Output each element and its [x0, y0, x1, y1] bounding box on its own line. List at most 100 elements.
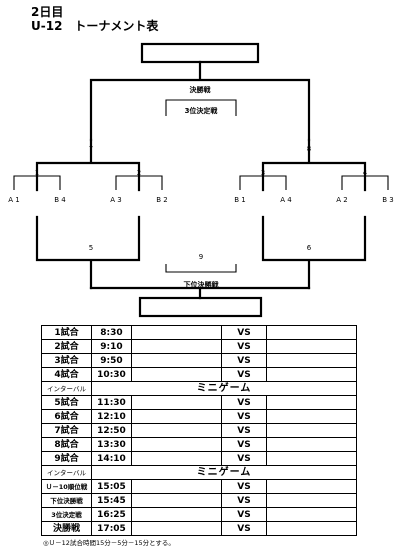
team-right-cell — [266, 507, 357, 522]
slot-b1: B 1 — [234, 196, 245, 204]
vs-label: VS — [221, 507, 267, 522]
team-left-cell — [131, 339, 222, 354]
mini-game-label: ミニゲーム — [91, 465, 357, 480]
match-time: 12:50 — [91, 423, 132, 438]
team-right-cell — [266, 367, 357, 382]
team-left-cell — [131, 395, 222, 410]
team-left-cell — [131, 409, 222, 424]
match-time: 13:30 — [91, 437, 132, 452]
team-left-cell — [131, 479, 222, 494]
match-2-line — [115, 175, 163, 190]
match-number-8: 8 — [307, 145, 311, 153]
match-time: 9:50 — [91, 353, 132, 368]
match-number-6: 6 — [307, 244, 312, 252]
team-right-cell — [266, 339, 357, 354]
match-label: 6試合 — [41, 409, 92, 424]
match-number-4: 4 — [363, 169, 368, 177]
match-time: 15:45 — [91, 493, 132, 508]
vs-label: VS — [221, 423, 267, 438]
third-place-bracket-line — [165, 99, 237, 116]
team-right-cell — [266, 325, 357, 340]
interval-row: インターバルミニゲーム — [41, 381, 357, 396]
match-number-2: 2 — [137, 169, 141, 177]
match-time: 17:05 — [91, 521, 132, 536]
match-label: Ｕ－10順位戦 — [41, 479, 92, 494]
team-right-cell — [266, 353, 357, 368]
vs-label: VS — [221, 521, 267, 536]
match-number-1: 1 — [35, 169, 39, 177]
match-label: 5試合 — [41, 395, 92, 410]
team-right-cell — [266, 437, 357, 452]
lower-champion-box — [138, 296, 263, 318]
vs-label: VS — [221, 493, 267, 508]
match-1-line — [13, 175, 61, 190]
team-left-cell — [131, 507, 222, 522]
match-number-7: 7 — [89, 145, 93, 153]
match-5-line — [35, 215, 141, 290]
team-right-cell — [266, 395, 357, 410]
match-label: 2試合 — [41, 339, 92, 354]
match-time: 11:30 — [91, 395, 132, 410]
match-time: 9:10 — [91, 339, 132, 354]
match-4-line — [341, 175, 389, 190]
slot-a4: A 4 — [280, 196, 292, 204]
team-left-cell — [131, 493, 222, 508]
team-right-cell — [266, 451, 357, 466]
match-time: 10:30 — [91, 367, 132, 382]
team-right-cell — [266, 493, 357, 508]
match-label: 8試合 — [41, 437, 92, 452]
match-label: 3位決定戦 — [41, 507, 92, 522]
match-label: 決勝戦 — [41, 521, 92, 536]
slot-b4: B 4 — [54, 196, 66, 204]
slot-b3: B 3 — [382, 196, 393, 204]
match-label: 1試合 — [41, 325, 92, 340]
vs-label: VS — [221, 367, 267, 382]
third-place-label: 3位決定戦 — [185, 106, 219, 115]
vs-label: VS — [221, 409, 267, 424]
match-label: 3試合 — [41, 353, 92, 368]
match-label: 4試合 — [41, 367, 92, 382]
vs-label: VS — [221, 437, 267, 452]
vs-label: VS — [221, 325, 267, 340]
interval-label: インターバル — [41, 465, 92, 480]
slot-a1: A 1 — [8, 196, 19, 204]
vs-label: VS — [221, 479, 267, 494]
match-9-line — [165, 264, 237, 273]
mini-game-label: ミニゲーム — [91, 381, 357, 396]
team-left-cell — [131, 367, 222, 382]
match-number-5: 5 — [89, 244, 93, 252]
lower-final-line — [89, 286, 311, 300]
match-time: 12:10 — [91, 409, 132, 424]
team-left-cell — [131, 353, 222, 368]
team-right-cell — [266, 409, 357, 424]
team-right-cell — [266, 423, 357, 438]
match-label: 7試合 — [41, 423, 92, 438]
match-time: 15:05 — [91, 479, 132, 494]
final-label: 決勝戦 — [190, 85, 212, 94]
semifinal-8-line — [261, 138, 367, 192]
lower-final-label: 下位決勝戦 — [184, 280, 220, 289]
match-number-9: 9 — [199, 253, 203, 261]
final-bracket-line — [89, 60, 311, 142]
match-number-3: 3 — [261, 169, 265, 177]
tournament-bracket: 決勝戦 3位決定戦 下位決勝戦 7 8 1 2 3 4 5 6 9 A 1 B … — [8, 42, 394, 318]
team-left-cell — [131, 437, 222, 452]
match-duration-note: ◎Ｕ－12試合時間15分－5分－15分とする。 — [43, 539, 175, 547]
page-title: U-12 トーナメント表 — [31, 19, 159, 33]
team-right-cell — [266, 521, 357, 536]
day-label: 2日目 — [31, 5, 64, 19]
vs-label: VS — [221, 339, 267, 354]
slot-a3: A 3 — [110, 196, 121, 204]
